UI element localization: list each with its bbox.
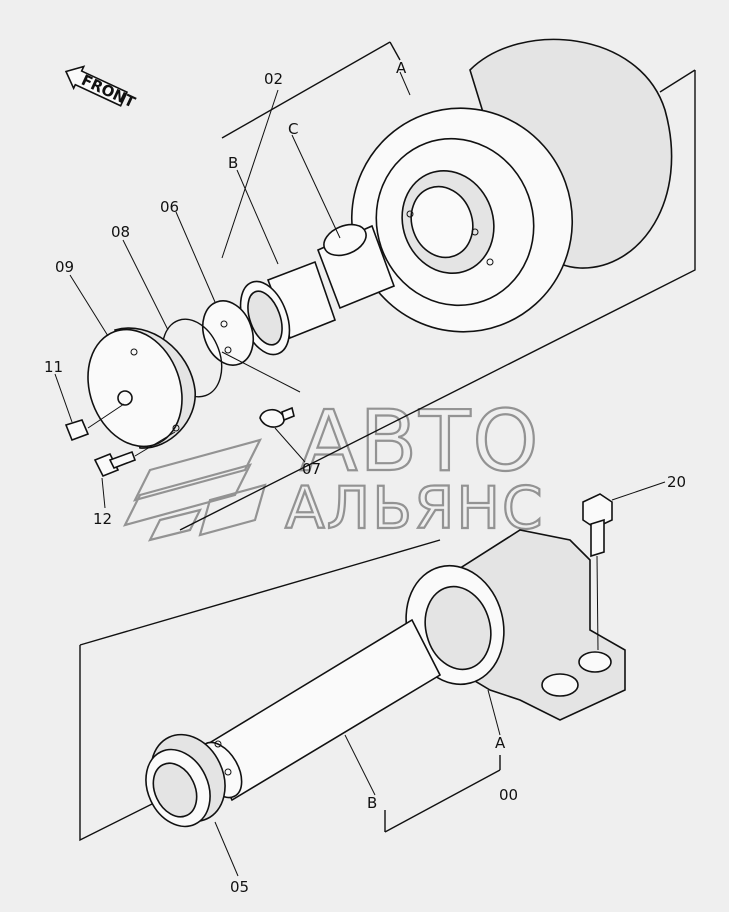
track-roller [350, 38, 673, 333]
callout-11: 11 [44, 358, 63, 376]
front-label: FRONT [79, 71, 139, 112]
watermark: АВТО АЛЬЯНС [122, 391, 545, 543]
plug-07 [221, 351, 301, 428]
bracket-00 [405, 529, 626, 721]
front-direction-arrow: FRONT [64, 65, 139, 112]
callout-09: 09 [55, 258, 74, 276]
callout-06: 06 [160, 198, 179, 216]
callout-a-bottom: A [495, 734, 506, 752]
cover-09 [87, 327, 196, 449]
callout-05: 05 [230, 878, 249, 896]
callout-08: 08 [111, 223, 130, 241]
watermark-logo [122, 438, 267, 542]
callout-b-bottom: B [367, 794, 377, 812]
bolt-12 [93, 431, 176, 478]
bolt-20 [582, 493, 613, 651]
leader-lines [54, 71, 666, 877]
callout-07: 07 [302, 460, 321, 478]
watermark-text-line1: АВТО [300, 392, 541, 490]
watermark-text-line2: АЛЬЯНС [285, 474, 545, 542]
callout-02: 02 [264, 70, 283, 88]
callout-labels: 02 C B A 06 08 09 11 12 07 20 A 00 B 05 [44, 59, 686, 896]
upper-frame [179, 41, 696, 531]
callout-b-top: B [228, 154, 238, 172]
callout-a-top: A [396, 59, 407, 77]
plug-11 [64, 403, 125, 442]
callout-12: 12 [93, 510, 112, 528]
callout-c: C [288, 120, 298, 138]
thrust-plate-06 [201, 300, 255, 366]
callout-00: 00 [499, 786, 518, 804]
callout-20: 20 [667, 473, 686, 491]
bushing-02 [316, 223, 396, 310]
seal-05 [145, 733, 226, 828]
shaft [197, 618, 442, 802]
lower-frame [79, 539, 501, 842]
